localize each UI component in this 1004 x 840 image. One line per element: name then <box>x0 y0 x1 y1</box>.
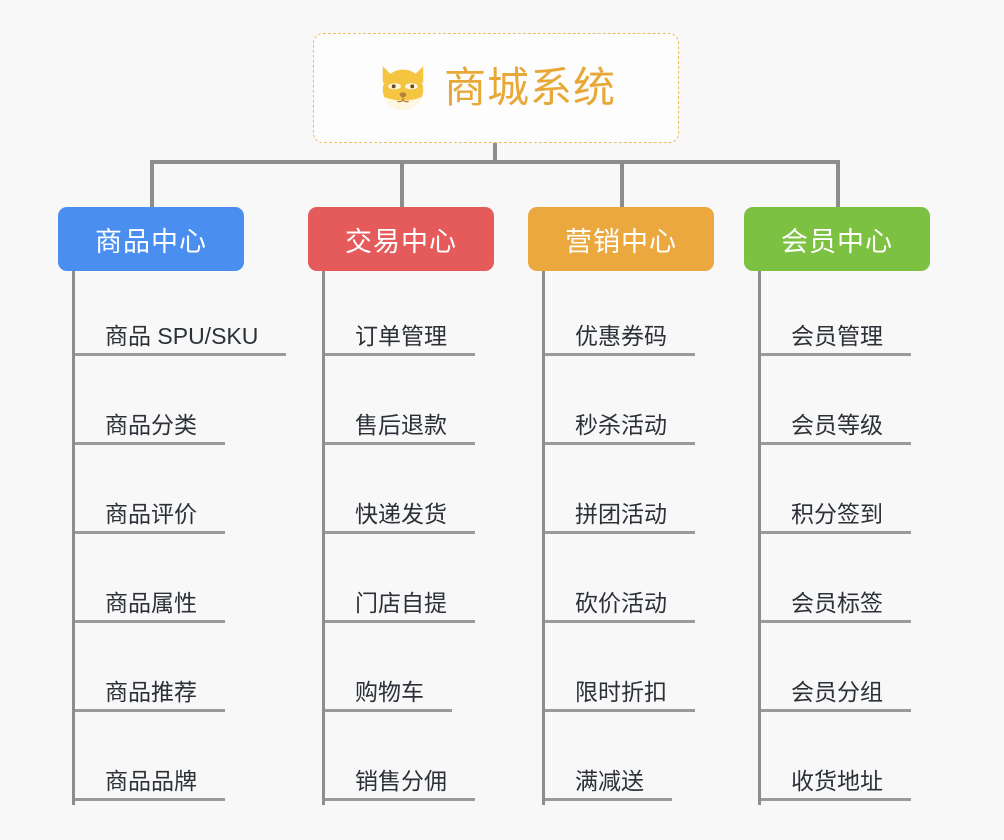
category-label: 营销中心 <box>565 226 677 257</box>
list-item[interactable]: 售后退款 <box>325 360 494 449</box>
category-items-product-center: 商品 SPU/SKU 商品分类 商品评价 商品属性 商品推荐 商品品牌 <box>72 271 287 805</box>
connector-drop-marketing-center <box>620 160 624 208</box>
list-item-label: 砍价活动 <box>545 590 695 623</box>
list-item-label: 商品评价 <box>75 501 225 534</box>
list-item[interactable]: 商品 SPU/SKU <box>75 271 287 360</box>
list-item[interactable]: 购物车 <box>325 627 494 716</box>
list-item[interactable]: 销售分佣 <box>325 716 494 805</box>
list-item[interactable]: 会员标签 <box>761 538 930 627</box>
list-item-label: 会员管理 <box>761 323 911 356</box>
category-label: 交易中心 <box>345 226 457 257</box>
list-item[interactable]: 秒杀活动 <box>545 360 714 449</box>
list-item[interactable]: 商品推荐 <box>75 627 286 716</box>
list-item[interactable]: 会员管理 <box>761 271 930 360</box>
category-header-product-center[interactable]: 商品中心 <box>58 207 244 271</box>
column-product-center: 商品中心 商品 SPU/SKU 商品分类 商品评价 商品属性 商品推荐 商品品牌 <box>58 207 287 805</box>
list-item-label: 会员分组 <box>761 679 911 712</box>
list-item[interactable]: 收货地址 <box>761 716 930 805</box>
root-title: 商城系统 <box>443 64 616 111</box>
list-item-label: 商品品牌 <box>75 768 225 801</box>
list-item-label: 快递发货 <box>325 501 475 534</box>
list-item-label: 积分签到 <box>761 501 911 534</box>
list-item[interactable]: 满减送 <box>545 716 714 805</box>
list-item[interactable]: 商品评价 <box>75 449 286 538</box>
list-item-label: 会员标签 <box>761 590 911 623</box>
list-item[interactable]: 门店自提 <box>325 538 494 627</box>
list-item[interactable]: 拼团活动 <box>545 449 714 538</box>
category-items-member-center: 会员管理 会员等级 积分签到 会员标签 会员分组 收货地址 <box>758 271 930 805</box>
connector-drop-member-center <box>836 160 840 208</box>
category-label: 会员中心 <box>781 226 893 257</box>
list-item-label: 订单管理 <box>325 323 475 356</box>
list-item-label: 限时折扣 <box>545 679 695 712</box>
list-item-label: 会员等级 <box>761 412 911 445</box>
list-item-label: 商品属性 <box>75 590 225 623</box>
list-item[interactable]: 会员等级 <box>761 360 930 449</box>
list-item-label: 购物车 <box>325 679 452 712</box>
category-items-marketing-center: 优惠券码 秒杀活动 拼团活动 砍价活动 限时折扣 满减送 <box>542 271 714 805</box>
list-item-label: 商品推荐 <box>75 679 225 712</box>
connector-drop-product-center <box>150 160 154 208</box>
list-item[interactable]: 会员分组 <box>761 627 930 716</box>
column-marketing-center: 营销中心 优惠券码 秒杀活动 拼团活动 砍价活动 限时折扣 满减送 <box>528 207 714 805</box>
category-header-trade-center[interactable]: 交易中心 <box>308 207 494 271</box>
list-item-label: 优惠券码 <box>545 323 695 356</box>
root-node[interactable]: 商城系统 <box>313 33 679 143</box>
connector-drop-trade-center <box>400 160 404 208</box>
connector-horizontal-bus <box>150 160 840 164</box>
list-item[interactable]: 砍价活动 <box>545 538 714 627</box>
list-item[interactable]: 订单管理 <box>325 271 494 360</box>
list-item[interactable]: 优惠券码 <box>545 271 714 360</box>
list-item-label: 拼团活动 <box>545 501 695 534</box>
shiba-inu-face-icon <box>382 66 424 110</box>
category-label: 商品中心 <box>95 226 207 257</box>
list-item-label: 满减送 <box>545 768 672 801</box>
list-item[interactable]: 快递发货 <box>325 449 494 538</box>
connector-root-stem <box>493 143 497 163</box>
list-item[interactable]: 商品属性 <box>75 538 286 627</box>
list-item[interactable]: 限时折扣 <box>545 627 714 716</box>
list-item-label: 商品分类 <box>75 412 225 445</box>
list-item-label: 门店自提 <box>325 590 475 623</box>
list-item-label: 销售分佣 <box>325 768 475 801</box>
list-item[interactable]: 商品品牌 <box>75 716 286 805</box>
category-items-trade-center: 订单管理 售后退款 快递发货 门店自提 购物车 销售分佣 <box>322 271 494 805</box>
list-item[interactable]: 商品分类 <box>75 360 286 449</box>
list-item-label: 收货地址 <box>761 768 911 801</box>
column-trade-center: 交易中心 订单管理 售后退款 快递发货 门店自提 购物车 销售分佣 <box>308 207 494 805</box>
category-header-member-center[interactable]: 会员中心 <box>744 207 930 271</box>
list-item-label: 商品 SPU/SKU <box>75 323 287 356</box>
category-header-marketing-center[interactable]: 营销中心 <box>528 207 714 271</box>
list-item-label: 售后退款 <box>325 412 475 445</box>
list-item-label: 秒杀活动 <box>545 412 695 445</box>
column-member-center: 会员中心 会员管理 会员等级 积分签到 会员标签 会员分组 收货地址 <box>744 207 930 805</box>
list-item[interactable]: 积分签到 <box>761 449 930 538</box>
